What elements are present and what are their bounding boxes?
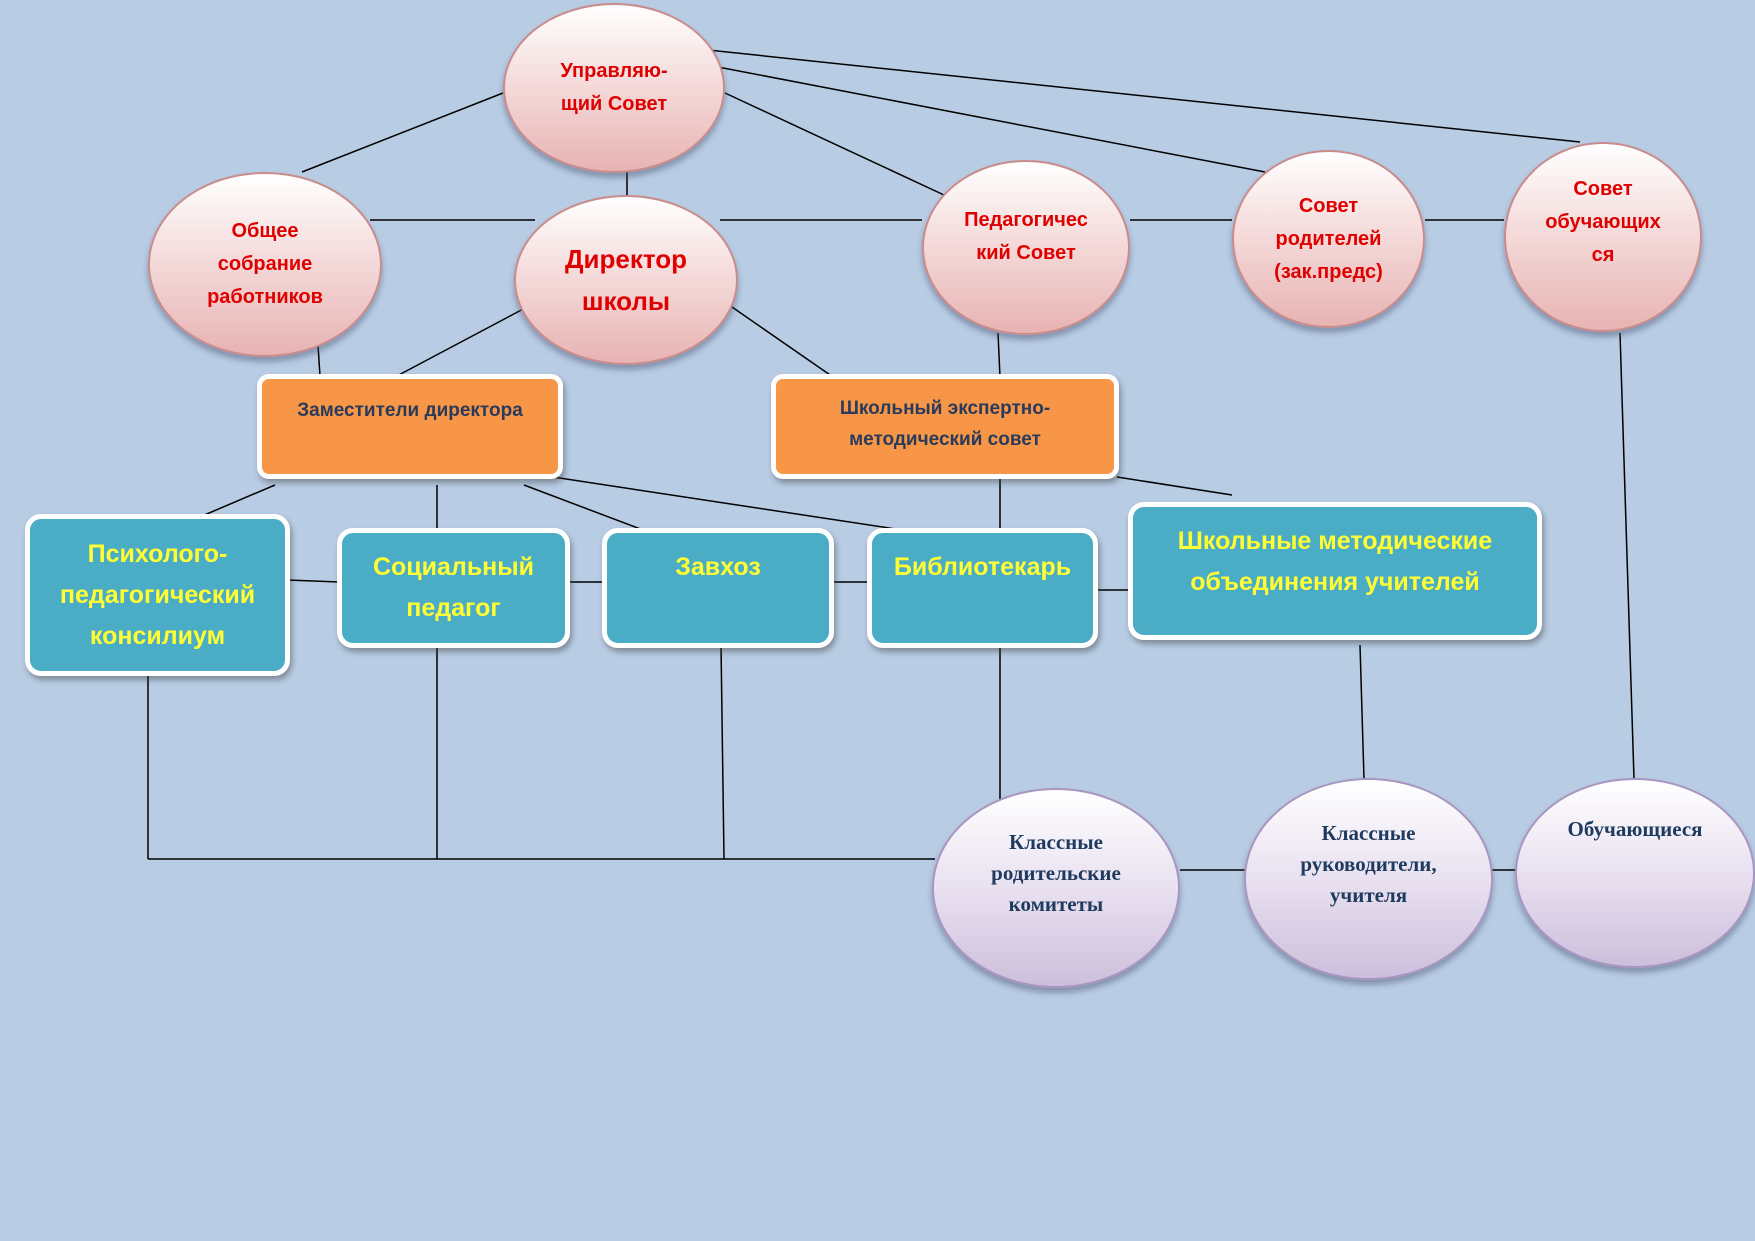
parent-committees-node: Классные родительские комитеты <box>932 788 1180 988</box>
students-council-label: Совет обучающих ся <box>1545 177 1661 266</box>
social-teacher-box: Социальный педагог <box>337 528 570 648</box>
parents-council-node: Совет родителей (зак.предс) <box>1232 150 1425 328</box>
governing-council-node: Управляю- щий Совет <box>503 3 725 173</box>
connector <box>720 644 725 860</box>
connector <box>1359 644 1365 780</box>
connector <box>286 579 340 583</box>
governing-council-label: Управляю- щий Совет <box>560 60 668 115</box>
librarian-label: Библиотекарь <box>893 553 1072 581</box>
students-node: Обучающиеся <box>1515 778 1755 968</box>
connector <box>1116 476 1233 496</box>
students-label: Обучающиеся <box>1567 817 1703 841</box>
director-label: Директор школы <box>564 244 687 316</box>
pedagogical-council-label: Педагогичес кий Совет <box>964 208 1088 264</box>
general-meeting-label: Общее собрание работников <box>207 220 323 308</box>
social-teacher-label: Социальный педагог <box>372 553 535 622</box>
parent-committees-label: Классные родительские комитеты <box>991 829 1121 916</box>
method-unions-box: Школьные методические объединения учител… <box>1128 502 1542 640</box>
deputy-directors-label: Заместители директора <box>297 400 523 421</box>
method-unions-label: Школьные методические объединения учител… <box>1177 527 1493 596</box>
pedagogical-council-node: Педагогичес кий Совет <box>922 160 1130 335</box>
expert-council-box: Школьный экспертно- методический совет <box>771 374 1119 479</box>
class-teachers-label: Классные руководители, учителя <box>1300 820 1437 907</box>
connector <box>707 49 1581 143</box>
connector <box>523 484 644 531</box>
connector <box>717 66 1266 173</box>
connector <box>552 476 903 531</box>
connector <box>394 306 528 378</box>
supply-manager-label: Завхоз <box>675 553 761 581</box>
connector <box>997 332 1001 378</box>
connector <box>201 484 276 517</box>
connector <box>724 92 945 196</box>
general-meeting-node: Общее собрание работников <box>148 172 382 357</box>
connector <box>317 344 321 377</box>
psych-council-box: Психолого- педагогический консилиум <box>25 514 290 676</box>
deputy-directors-box: Заместители директора <box>257 374 563 479</box>
connector <box>301 92 504 173</box>
connector <box>731 306 834 378</box>
expert-council-label: Школьный экспертно- методический совет <box>839 398 1051 450</box>
class-teachers-node: Классные руководители, учителя <box>1244 778 1493 980</box>
students-council-node: Совет обучающих ся <box>1504 142 1702 332</box>
librarian-box: Библиотекарь <box>867 528 1098 648</box>
parents-council-label: Совет родителей (зак.предс) <box>1274 194 1383 283</box>
supply-manager-box: Завхоз <box>602 528 834 648</box>
director-node: Директор школы <box>514 195 738 365</box>
connector <box>1619 332 1635 780</box>
psych-council-label: Психолого- педагогический консилиум <box>59 539 256 650</box>
